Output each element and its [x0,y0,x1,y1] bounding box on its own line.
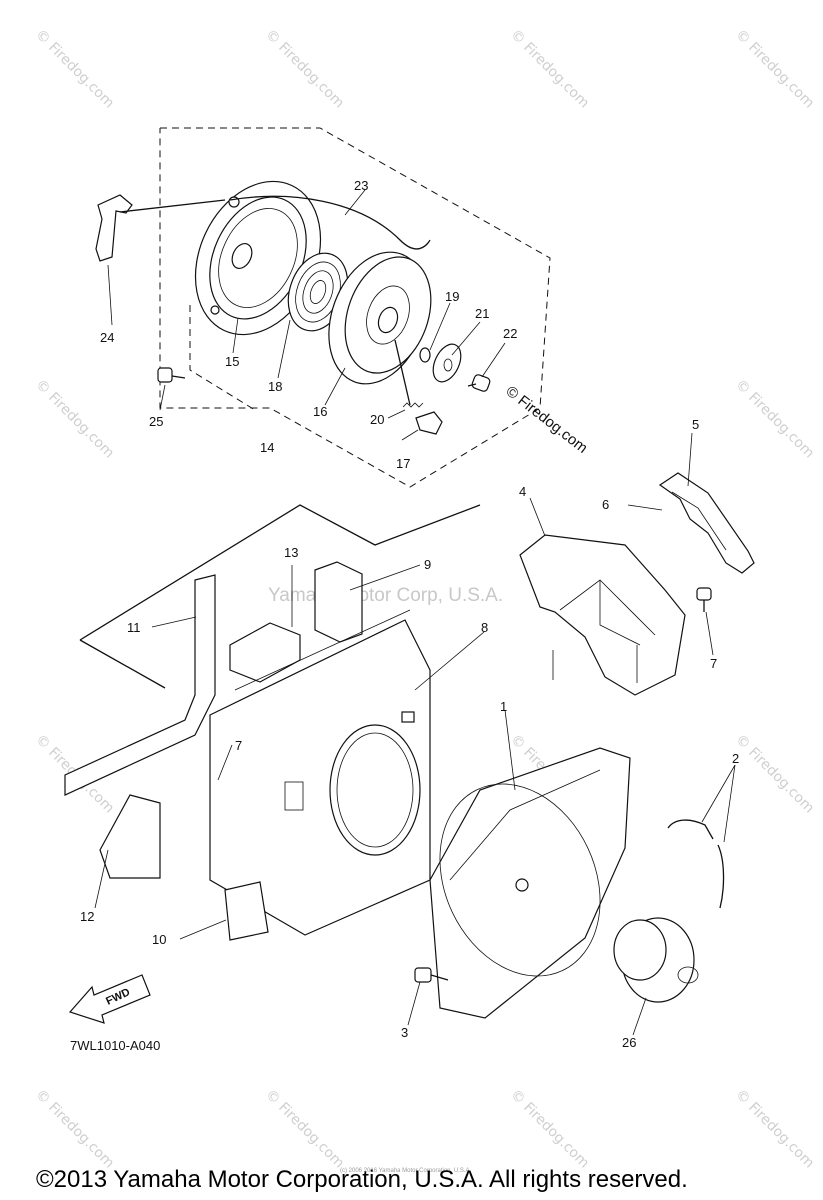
sheave-drum [328,251,432,385]
part-number-7-secondary: 7 [235,738,242,753]
part-number-19: 19 [445,289,459,304]
forward-arrow-icon: FWD [68,974,151,1024]
part-number-12: 12 [80,909,94,924]
part-number-3: 3 [401,1025,408,1040]
part-number-18: 18 [268,379,282,394]
watermark-firedog: © Firedog.com [732,27,817,112]
bolt-22 [467,374,491,392]
part-number-10: 10 [152,932,166,947]
watermark-firedog: © Firedog.com [262,1087,347,1172]
watermark-firedog-inline: © Firedog.com [503,383,591,457]
part-number-4: 4 [519,484,526,499]
starter-handle [95,194,226,262]
part-number-11: 11 [127,620,141,635]
watermark-firedog: © Firedog.com [732,732,817,817]
watermark-firedog: © Firedog.com [32,377,117,462]
drawing-code: 7WL1010-A040 [70,1038,160,1053]
part-number-6: 6 [602,497,609,512]
shroud-body [209,609,431,936]
watermark-firedog: © Firedog.com [507,27,592,112]
washer-small [419,347,431,363]
part-number-23: 23 [354,178,368,193]
bracket [658,472,755,574]
collar [613,917,699,1003]
part-number-7: 7 [710,656,717,671]
copyright-footer: ©2013 Yamaha Motor Corporation, U.S.A. A… [36,1166,688,1193]
plane-outline-lower [79,639,166,689]
part-number-5: 5 [692,417,699,432]
part-number-8: 8 [481,620,488,635]
watermark-firedog: © Firedog.com [507,1087,592,1172]
part-number-25: 25 [149,414,163,429]
bracket-inner [671,491,727,551]
seal-strip [64,574,216,796]
watermark-firedog: © Firedog.com [732,377,817,462]
watermark-firedog: © Firedog.com [732,1087,817,1172]
damper-12 [99,794,161,879]
spring-wire [667,819,725,909]
part-number-22: 22 [503,326,517,341]
damper-13 [229,622,301,683]
pawl-spring [394,339,424,408]
part-number-17: 17 [396,456,410,471]
assembly-outline-inner [189,305,256,411]
part-number-20: 20 [370,412,384,427]
plane-outline [79,504,481,641]
part-labels: 1 2 3 4 5 6 7 8 9 10 11 12 13 14 15 16 1… [80,178,739,1050]
part-number-14: 14 [260,440,274,455]
assembly-outline-upper [159,127,551,488]
bolt-3 [414,967,449,983]
part-number-13: 13 [284,545,298,560]
screw-7 [696,587,712,612]
watermark-tiny: (c) 2006 2016 Yamaha Motor Corporation, … [340,1168,472,1174]
watermark-firedog: © Firedog.com [32,27,117,112]
watermark-firedog: © Firedog.com [32,1087,117,1172]
watermark-yamaha: Yamaha Motor Corp, U.S.A. [268,585,503,606]
starter-rope [229,195,431,250]
leader-lines [94,189,736,1036]
part-number-1: 1 [500,699,507,714]
part-number-15: 15 [225,354,239,369]
damper-10 [224,881,269,941]
upper-shroud [519,534,686,696]
lower-shroud [429,747,631,1019]
pawl [415,411,443,435]
part-number-2: 2 [732,751,739,766]
bolt-25 [157,367,186,383]
part-number-16: 16 [313,404,327,419]
part-number-9: 9 [424,557,431,572]
part-number-26: 26 [622,1035,636,1050]
part-number-24: 24 [100,330,114,345]
watermark-firedog: © Firedog.com [262,27,347,112]
plate [432,343,462,383]
damper-9 [314,561,363,643]
part-number-21: 21 [475,306,489,321]
